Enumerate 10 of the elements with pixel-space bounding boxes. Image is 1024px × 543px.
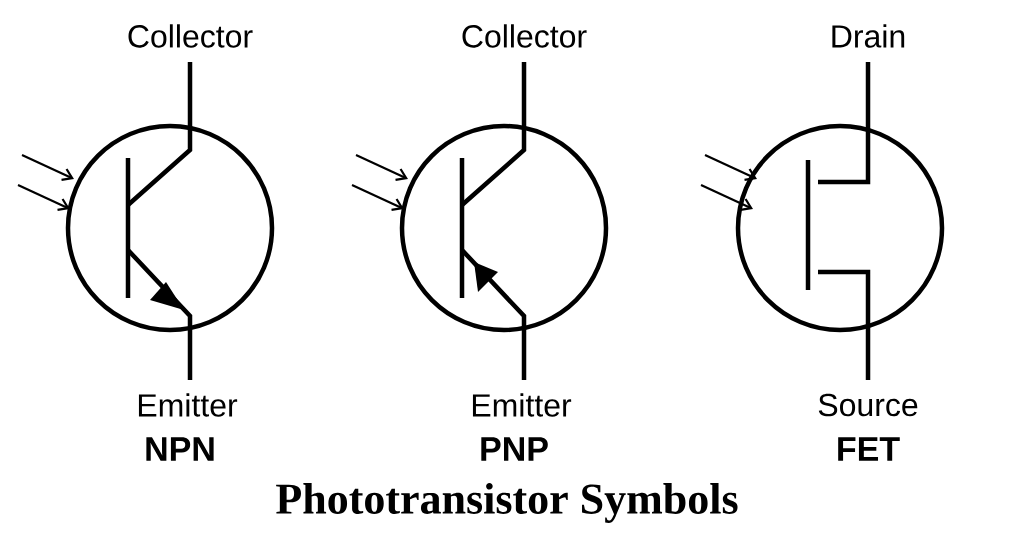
terminal-label: Emitter [138,393,238,417]
terminal-label: Drain [832,24,905,48]
terminal-label: Collector [462,24,587,48]
type-label: FET [838,437,900,461]
title: Phototransistor Symbols [276,483,738,523]
terminal-label: Emitter [472,393,572,417]
terminal-label: Source [818,393,918,417]
type-label: NPN [146,437,214,461]
type-label: PNP [481,437,548,461]
terminal-label: Collector [128,24,253,48]
